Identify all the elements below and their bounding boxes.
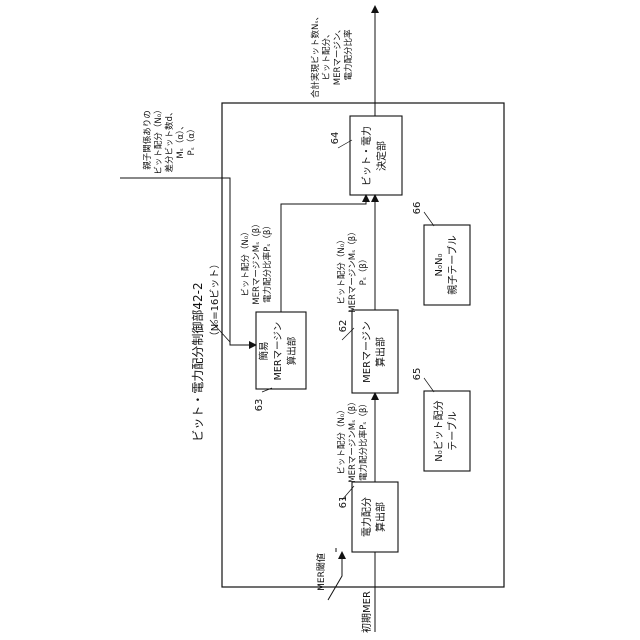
output-label-line4: 電力配分比率 [343, 29, 354, 81]
signal-63-64-line3: 電力配分比率Pₛ（β） [262, 221, 273, 303]
table-65-leader [424, 378, 434, 392]
parent-input-line5: Pₛ（α） [186, 125, 197, 156]
mer-threshold-label: MER閾値 [315, 553, 327, 591]
block-61-number: 61 [338, 496, 349, 509]
output-label-line1: 合計実現ビット数Nₛ、 [310, 12, 321, 98]
table-65-label-line1: N₀ビット配分 [433, 400, 445, 462]
parent-input-line3: 差分ビット数d、 [164, 108, 175, 173]
table-65-label-line2: テーブル [446, 411, 459, 450]
initial-mer-label: 初期MER [360, 591, 373, 633]
table-66-leader [424, 212, 434, 226]
table-65-bit-allocation [424, 391, 470, 471]
signal-62-64-line1: ビット配分（N₀） [336, 235, 347, 304]
table-66-label-line2: 親子テーブル [446, 235, 459, 294]
block-61-power-allocation [352, 482, 398, 552]
block-61-label-line2: 算出部 [374, 502, 387, 532]
block-64-label-line1: ビット・電力 [360, 126, 373, 186]
block-63-number: 63 [254, 399, 265, 412]
signal-61-62-line2: MERマージンMₛ（β） [347, 397, 358, 482]
parent-input-line2: ビット配分（N₀） [153, 105, 164, 174]
block-63-label-line2: MERマージン [273, 322, 284, 381]
signal-61-62-line3: 電力配分比率Pₛ（β） [358, 399, 369, 481]
parent-input-line4: Mₛ（α）、 [175, 121, 186, 158]
signal-62-64-line2: MERマージンMₛ（β） [347, 227, 358, 312]
table-66-number: 66 [412, 202, 423, 215]
block-64-label-line2: 決定部 [375, 141, 388, 171]
mer-threshold-line [328, 552, 342, 600]
block-62-label-line2: 算出部 [374, 337, 387, 367]
table-66-parent-child [424, 225, 470, 305]
signal-63-64-line2: MERマージンMₛ（β） [251, 219, 262, 304]
block-64-number: 64 [330, 132, 341, 145]
unit-subtitle: （N₀=16ビット） [209, 259, 221, 342]
signal-61-62-line1: ビット配分（N₀） [336, 405, 347, 474]
block-62-number: 62 [338, 320, 349, 333]
parent-input-line [120, 178, 256, 345]
block-64-bit-power-decision [350, 116, 402, 195]
block-62-label-line1: MERマージン [362, 321, 373, 383]
block-63-label-line1: 簡易 [258, 341, 270, 360]
output-label-line2: ビット配分、 [322, 29, 332, 80]
table-65-number: 65 [412, 368, 423, 381]
parent-input-line1: 親子関係ありの [142, 110, 153, 170]
signal-63-64-line1: ビット配分（N₀） [240, 227, 251, 296]
block-63-label-line3: 算出部 [286, 337, 298, 366]
table-66-label-line1: N₀N₀ [434, 254, 445, 277]
output-label-line3: MERマージン、 [333, 25, 343, 85]
unit-title: ビット・電力配分制御部42-2 [190, 282, 205, 441]
block-61-label-line1: 電力配分 [360, 497, 373, 537]
block-62-mer-margin [352, 310, 398, 393]
signal-62-64-line3: Pₛ（β） [358, 255, 369, 286]
